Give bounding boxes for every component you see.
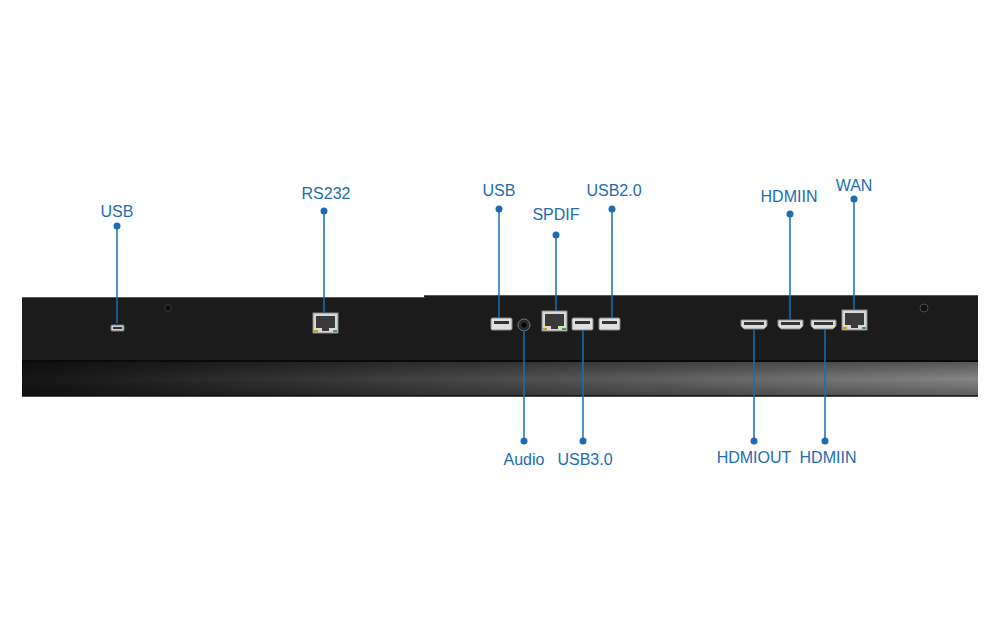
panel-seam [22, 360, 978, 362]
mini-usb-port [111, 325, 124, 331]
port-label: USB [483, 183, 516, 199]
usb-port [491, 318, 512, 330]
panel-bottom [22, 395, 978, 397]
panel-right [424, 295, 978, 360]
port-label: HDMIIN [761, 189, 818, 205]
port-label: RS232 [302, 186, 351, 202]
port-label: HDMIOUT [717, 450, 792, 466]
leader-lines [117, 199, 854, 441]
screw-hole [920, 304, 928, 312]
port-label: USB3.0 [557, 452, 612, 468]
screw-hole [165, 305, 172, 312]
port-label: USB [101, 204, 134, 220]
port-label: WAN [836, 178, 873, 194]
panel-edge [424, 295, 978, 296]
rj45-port [542, 311, 567, 331]
hdmi-port [741, 320, 767, 329]
port-label: HDMIIN [800, 450, 857, 466]
usb-port [572, 318, 593, 330]
audio-jack [522, 323, 527, 328]
panel-edge [22, 297, 425, 298]
rj45-port [313, 313, 338, 333]
audio-jack [518, 319, 530, 331]
leader-dots [114, 196, 858, 445]
hdmi-port [778, 320, 803, 329]
front-strip [22, 362, 978, 396]
rj45-port [842, 310, 867, 330]
hdmi-port [811, 320, 836, 329]
front-strip-shade [22, 362, 978, 396]
port-label: USB2.0 [586, 183, 641, 199]
usb-port [599, 318, 620, 330]
mini-usb-port [113, 327, 122, 329]
port-label: SPDIF [532, 207, 579, 223]
panel-left [22, 297, 425, 360]
port-label: Audio [504, 452, 545, 468]
